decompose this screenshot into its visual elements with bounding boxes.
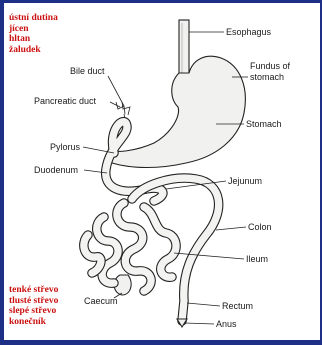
czech-annotation-bottom: tenké střevo tlusté střevo slepé střevo … — [9, 285, 58, 327]
czech-label-slepe-strevo: slepé střevo — [9, 306, 58, 317]
stomach-shape — [112, 56, 245, 167]
esophagus-shape — [179, 20, 189, 76]
czech-label-zaludek: žaludek — [9, 45, 58, 56]
label-stomach: Stomach — [246, 119, 282, 129]
label-rectum: Rectum — [222, 301, 253, 311]
label-fundus-line2: stomach — [250, 72, 284, 82]
label-pancreatic-duct: Pancreatic duct — [34, 96, 97, 106]
czech-annotation-top: ústní dutina jícen hltan žaludek — [9, 13, 58, 55]
czech-label-ustni-dutina: ústní dutina — [9, 13, 58, 24]
label-duodenum: Duodenum — [34, 165, 78, 175]
diagram-panel: Esophagus Fundus of stomach Bile duct Pa… — [4, 3, 320, 340]
label-caecum: Caecum — [84, 296, 118, 306]
czech-label-tluste-strevo: tlusté střevo — [9, 296, 58, 307]
label-fundus-line1: Fundus of — [250, 61, 291, 71]
czech-label-konecnik: konečník — [9, 317, 58, 328]
label-colon: Colon — [248, 222, 272, 232]
label-anus: Anus — [216, 319, 237, 329]
czech-label-tenke-strevo: tenké střevo — [9, 285, 58, 296]
label-ileum: Ileum — [246, 254, 268, 264]
label-pylorus: Pylorus — [50, 142, 81, 152]
label-jejunum: Jejunum — [228, 176, 262, 186]
label-esophagus: Esophagus — [226, 27, 272, 37]
czech-label-jicen: jícen — [9, 24, 58, 35]
czech-label-hltan: hltan — [9, 34, 58, 45]
label-bile-duct: Bile duct — [70, 66, 105, 76]
